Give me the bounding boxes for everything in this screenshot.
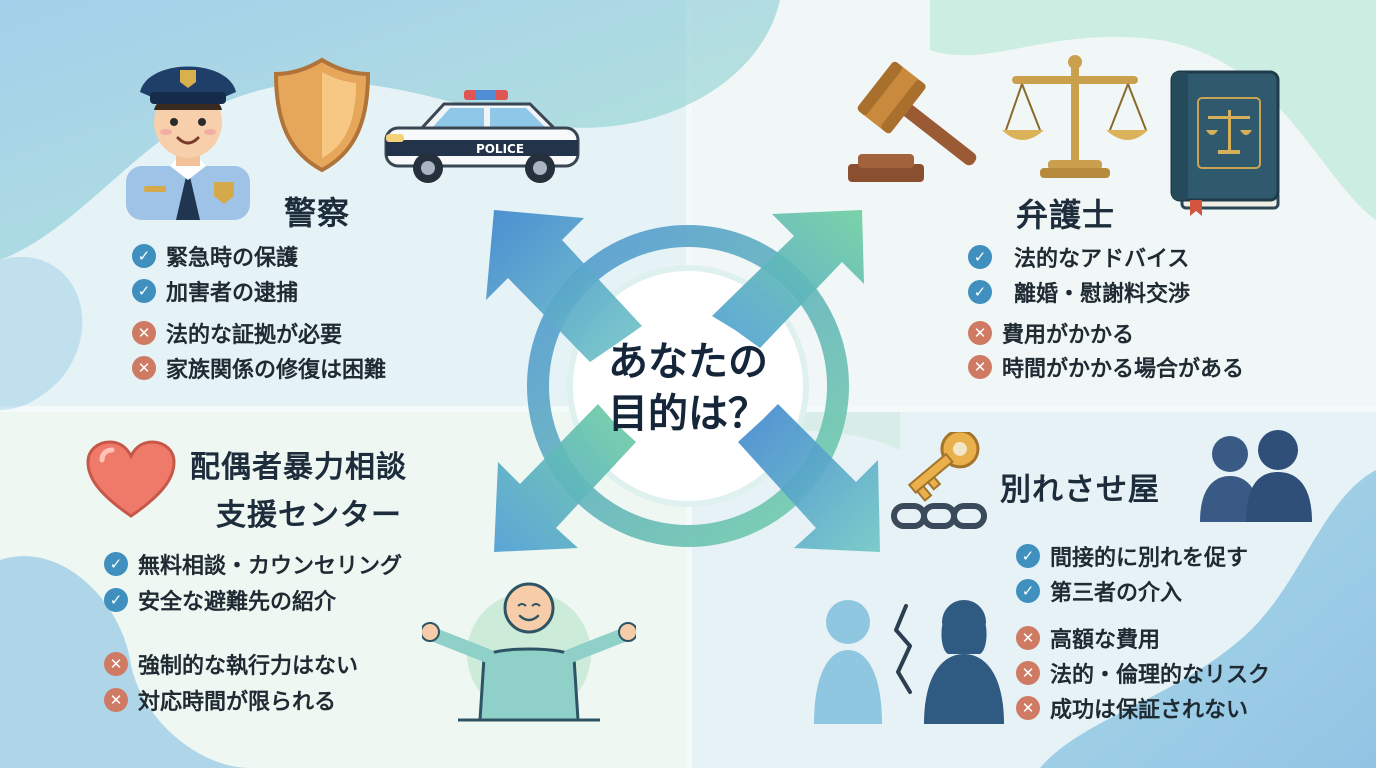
- couple-silhouette-icon: [1200, 430, 1312, 522]
- support-pro-2-text: 安全な避難先の紹介: [138, 590, 337, 615]
- check-icon: ✓: [132, 279, 156, 303]
- police-pro-1-text: 緊急時の保護: [166, 246, 299, 271]
- relieved-person-icon: [422, 582, 636, 722]
- support-title-line1: 配偶者暴力相談: [190, 450, 407, 485]
- support-con-2-text: 対応時間が限られる: [138, 690, 337, 715]
- check-icon: ✓: [132, 244, 156, 268]
- breakup-con-1: ✕ 高額な費用: [1016, 622, 1160, 654]
- police-pro-2-text: 加害者の逮捕: [166, 281, 299, 306]
- breakup-con-1-text: 高額な費用: [1050, 628, 1161, 653]
- check-icon: ✓: [104, 588, 128, 612]
- cross-icon: ✕: [104, 652, 128, 676]
- police-title: 警察: [284, 194, 351, 232]
- breakup-con-2: ✕ 法的・倫理的なリスク: [1016, 657, 1270, 689]
- lawyer-title: 弁護士: [1016, 196, 1116, 234]
- police-car-label: POLICE: [476, 142, 524, 156]
- lawyer-pro-2-text: 離婚・慰謝料交渉: [1014, 282, 1191, 307]
- chain-icon: [891, 503, 987, 529]
- gavel-icon: [848, 61, 977, 182]
- check-icon: ✓: [1016, 579, 1040, 603]
- cross-icon: ✕: [132, 321, 156, 345]
- police-pro-1: ✓ 緊急時の保護: [132, 240, 298, 272]
- support-con-1-text: 強制的な執行力はない: [138, 654, 359, 679]
- cross-icon: ✕: [968, 321, 992, 345]
- police-con-1-text: 法的な証拠が必要: [166, 323, 343, 348]
- police-car-icon: POLICE: [384, 90, 580, 183]
- cross-icon: ✕: [1016, 626, 1040, 650]
- arrow-to-support: [494, 404, 636, 552]
- support-pro-1-text: 無料相談・カウンセリング: [138, 554, 403, 579]
- lawyer-con-2: ✕ 時間がかかる場合がある: [968, 351, 1244, 383]
- support-con-2: ✕ 対応時間が限られる: [104, 684, 336, 716]
- key-icon: [907, 432, 980, 502]
- lawyer-con-1-text: 費用がかかる: [1002, 323, 1135, 348]
- lawyer-pro-1: ✓ 法的なアドバイス: [968, 241, 1189, 273]
- arrow-to-police: [486, 210, 642, 362]
- support-con-1: ✕ 強制的な執行力はない: [104, 648, 358, 680]
- cross-icon: ✕: [1016, 696, 1040, 720]
- cross-icon: ✕: [968, 355, 992, 379]
- check-icon: ✓: [104, 552, 128, 576]
- breakup-con-3: ✕ 成功は保証されない: [1016, 692, 1248, 724]
- police-con-2-text: 家族関係の修復は困難: [166, 358, 387, 383]
- center-question-line2: 目的は？: [608, 391, 768, 437]
- police-officer-icon: [126, 66, 250, 220]
- scales-of-justice-icon: [1002, 55, 1148, 178]
- breakup-pro-2: ✓ 第三者の介入: [1016, 575, 1182, 607]
- breakup-con-2-text: 法的・倫理的なリスク: [1050, 663, 1271, 688]
- breakup-pro-1: ✓ 間接的に別れを促す: [1016, 540, 1248, 572]
- check-icon: ✓: [968, 280, 992, 304]
- breakup-pro-1-text: 間接的に別れを促す: [1050, 546, 1249, 571]
- heart-icon: [86, 440, 176, 518]
- breakup-pro-2-text: 第三者の介入: [1050, 581, 1183, 606]
- check-icon: ✓: [1016, 544, 1040, 568]
- cross-icon: ✕: [1016, 661, 1040, 685]
- separated-couple-icon: [814, 600, 1004, 724]
- shield-icon: [273, 57, 371, 173]
- police-con-1: ✕ 法的な証拠が必要: [132, 317, 342, 349]
- lawyer-pro-1-text: 法的なアドバイス: [1014, 247, 1190, 272]
- center-question-line1: あなたの: [608, 339, 768, 385]
- lawyer-con-2-text: 時間がかかる場合がある: [1002, 357, 1245, 382]
- lawyer-con-1: ✕ 費用がかかる: [968, 317, 1134, 349]
- cross-icon: ✕: [132, 356, 156, 380]
- arrow-to-lawyer: [712, 210, 864, 348]
- lawyer-pro-2: ✓ 離婚・慰謝料交渉: [968, 276, 1190, 308]
- law-book-icon: [1170, 70, 1280, 216]
- cross-icon: ✕: [104, 688, 128, 712]
- check-icon: ✓: [968, 245, 992, 269]
- support-pro-2: ✓ 安全な避難先の紹介: [104, 584, 336, 616]
- police-con-2: ✕ 家族関係の修復は困難: [132, 352, 386, 384]
- support-title-line2: 支援センター: [216, 498, 402, 533]
- arrow-to-breakup: [738, 404, 880, 552]
- police-pro-2: ✓ 加害者の逮捕: [132, 275, 298, 307]
- support-pro-1: ✓ 無料相談・カウンセリング: [104, 548, 402, 580]
- breakup-con-3-text: 成功は保証されない: [1050, 698, 1249, 723]
- center-question: あなたの 目的は？: [568, 300, 808, 476]
- breakup-title: 別れさせ屋: [1000, 472, 1160, 508]
